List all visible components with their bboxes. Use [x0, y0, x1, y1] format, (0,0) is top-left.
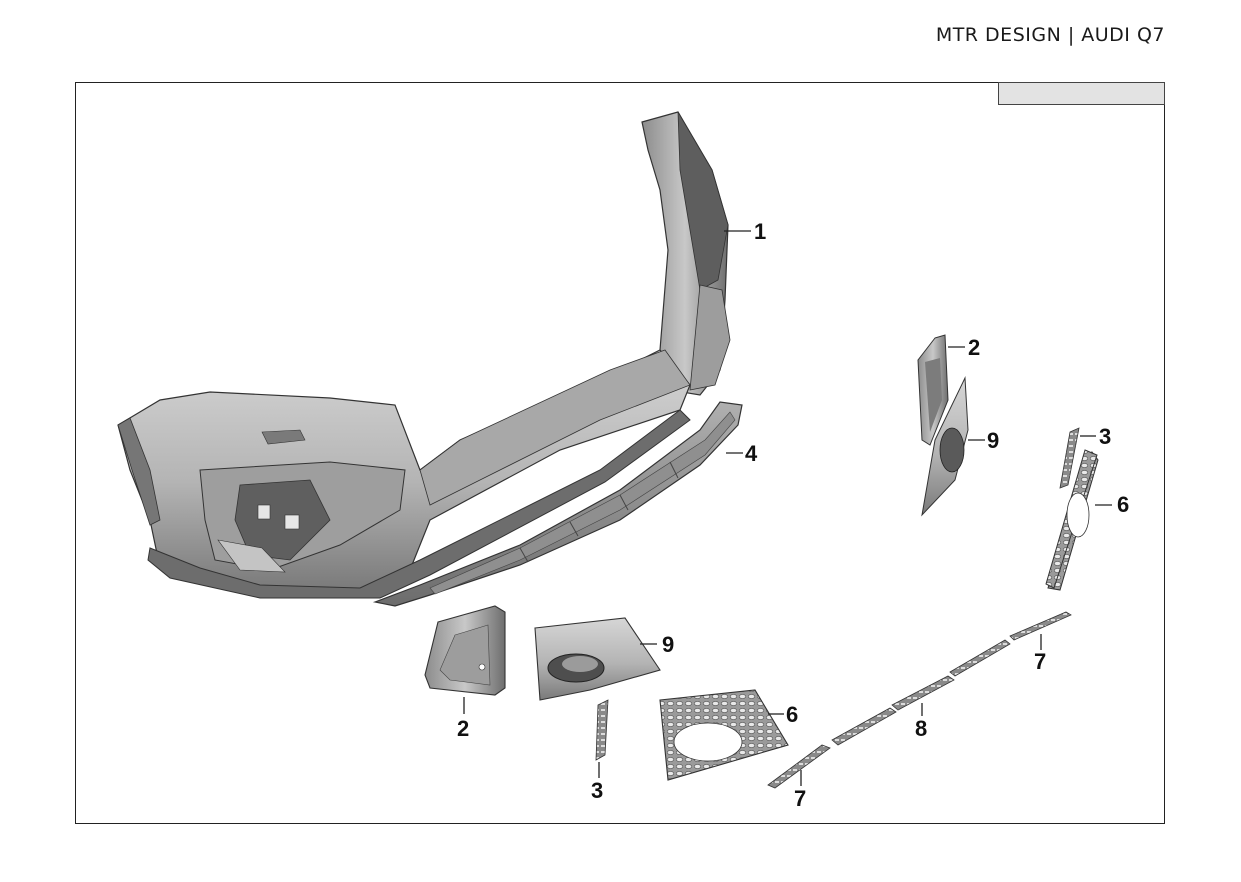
callout-3-lower: 3 [591, 778, 603, 803]
callout-6-upper: 6 [1117, 492, 1129, 517]
callout-2-lower: 2 [457, 716, 469, 741]
callout-1: 1 [754, 219, 766, 244]
page-header-title: MTR DESIGN | AUDI Q7 [935, 24, 1165, 46]
part-8-strip-segments [831, 639, 1011, 746]
callout-4: 4 [745, 441, 758, 466]
rear-diffuser [372, 401, 743, 607]
part-9-upper-trim [921, 376, 969, 517]
callout-2-upper: 2 [968, 335, 980, 360]
callout-7-upper: 7 [1034, 649, 1046, 674]
part-6-lower-mesh-grille [659, 689, 789, 781]
part-3-upper-strip [1059, 427, 1080, 489]
callout-3-upper: 3 [1099, 424, 1111, 449]
leader-lines [463, 230, 1112, 786]
part-6-upper-mesh-grille [1045, 449, 1099, 591]
part-2-lower-bracket [424, 605, 506, 696]
callout-9-lower: 9 [662, 632, 674, 657]
rear-bumper-cover [117, 111, 731, 599]
callout-8: 8 [915, 716, 927, 741]
part-2-upper-bracket [917, 334, 949, 446]
label-box [998, 82, 1165, 105]
diagram-frame [75, 82, 1165, 824]
part-9-lower-trim [534, 617, 661, 701]
part-7-strip-right [1009, 611, 1072, 641]
callout-9-upper: 9 [987, 428, 999, 453]
part-7-strip-left [767, 744, 831, 789]
part-3-lower-strip [595, 699, 609, 761]
callout-6-lower: 6 [786, 702, 798, 727]
callout-7-lower: 7 [794, 786, 806, 811]
